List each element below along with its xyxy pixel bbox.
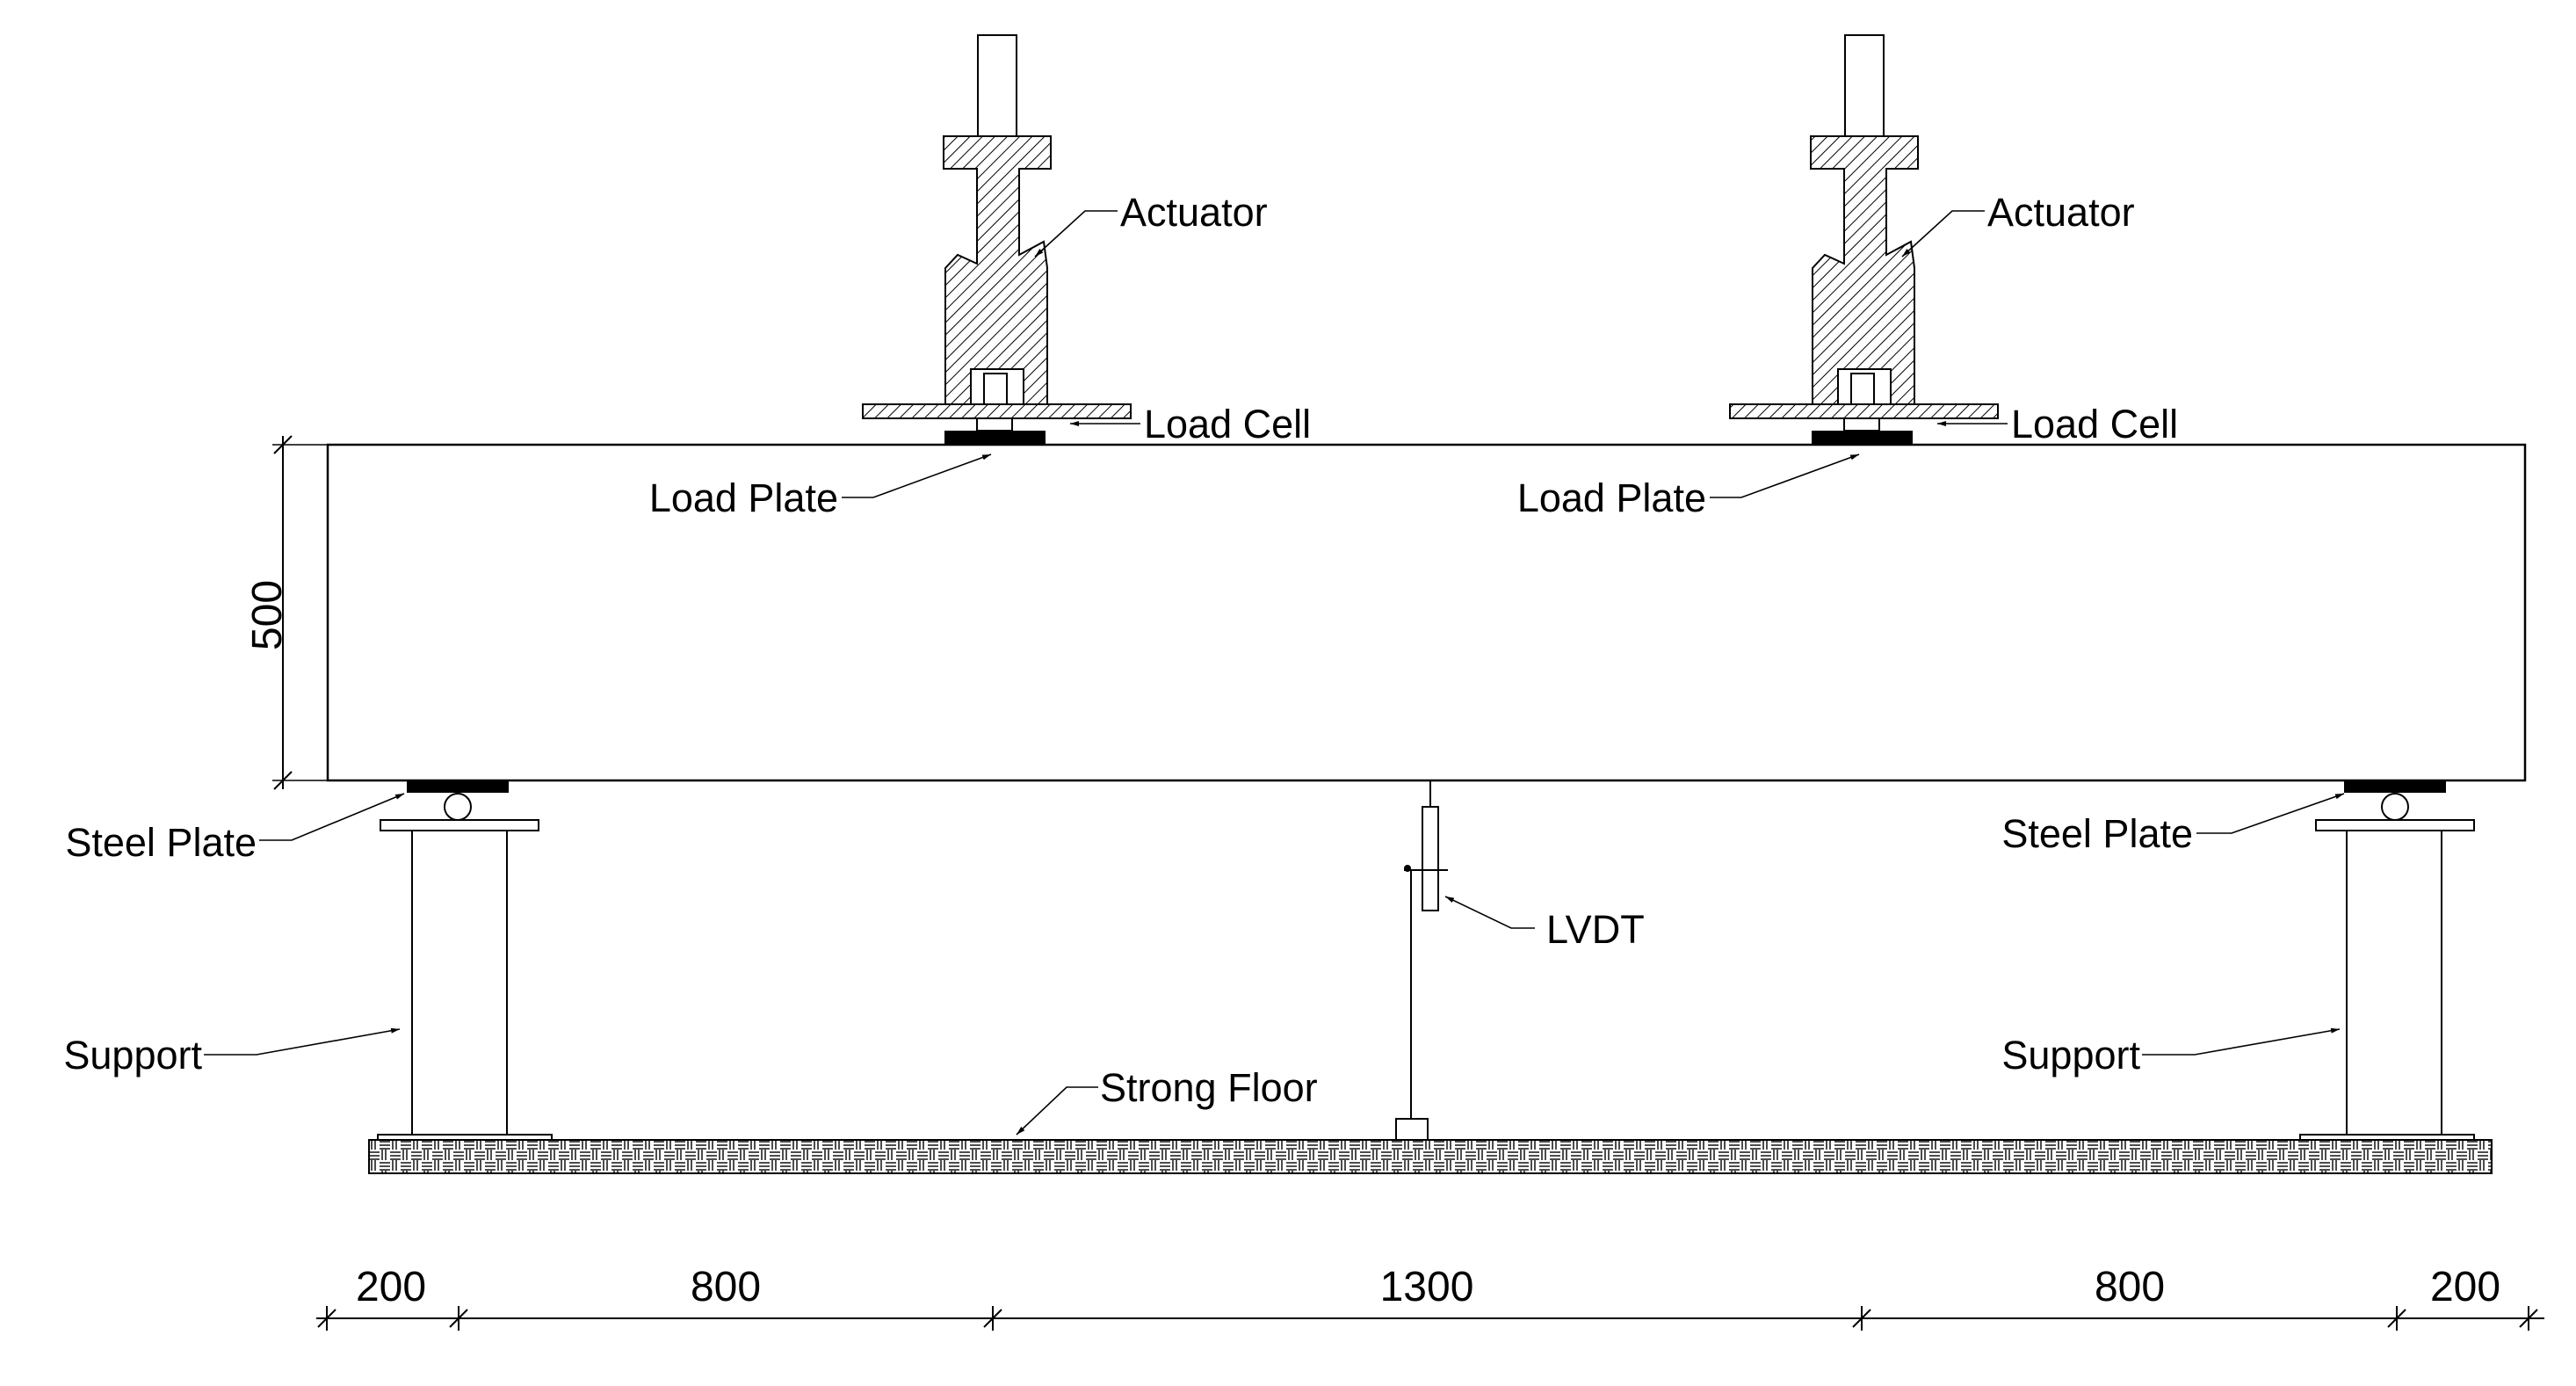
dim-span-1: 200 bbox=[356, 1264, 426, 1310]
labels: Actuator Actuator Load Cell Load Cell Lo… bbox=[63, 190, 2193, 1110]
support-left-cap bbox=[380, 819, 539, 831]
actuator-left-rod bbox=[977, 34, 1017, 137]
load-cell-left bbox=[976, 417, 1013, 432]
actuator-right-rod bbox=[1844, 34, 1885, 137]
actuator-left-flange bbox=[862, 403, 1132, 419]
actuator-right-flange bbox=[1729, 403, 1999, 419]
label-steel-plate-right: Steel Plate bbox=[2001, 811, 2193, 856]
span-dimensions: 200 800 1300 800 200 bbox=[316, 1264, 2544, 1331]
label-actuator-left: Actuator bbox=[1120, 190, 1268, 235]
label-lvdt: LVDT bbox=[1546, 907, 1645, 952]
actuator-left-body bbox=[943, 135, 1052, 405]
depth-dimension: 500 bbox=[244, 435, 328, 790]
support-left bbox=[377, 780, 553, 1141]
steel-plate-left bbox=[407, 780, 509, 793]
roller-left bbox=[444, 793, 472, 821]
steel-plate-right bbox=[2344, 780, 2446, 793]
dim-span-5: 200 bbox=[2430, 1264, 2500, 1310]
label-load-plate-left: Load Plate bbox=[649, 475, 838, 520]
label-load-cell-right: Load Cell bbox=[2011, 402, 2178, 446]
label-support-left: Support bbox=[63, 1033, 202, 1078]
actuator-left bbox=[862, 34, 1132, 445]
support-right bbox=[2299, 780, 2475, 1141]
lvdt-base bbox=[1395, 1118, 1429, 1141]
actuator-right-swivel bbox=[1850, 373, 1875, 405]
dim-beam-depth: 500 bbox=[244, 580, 291, 650]
support-right-cap bbox=[2315, 819, 2475, 831]
dim-span-3: 1300 bbox=[1380, 1264, 1474, 1310]
leader-lines bbox=[204, 210, 2345, 1136]
label-load-cell-left: Load Cell bbox=[1144, 402, 1311, 446]
lvdt-body bbox=[1422, 806, 1439, 911]
label-load-plate-right: Load Plate bbox=[1517, 475, 1706, 520]
label-actuator-right: Actuator bbox=[1987, 190, 2135, 235]
lvdt bbox=[1395, 780, 1448, 1141]
load-plate-right bbox=[1812, 431, 1913, 445]
actuator-right bbox=[1729, 34, 1999, 445]
beam bbox=[326, 443, 2527, 782]
strong-floor bbox=[368, 1139, 2493, 1174]
load-plate-left bbox=[944, 431, 1046, 445]
load-cell-right bbox=[1843, 417, 1880, 432]
label-steel-plate-left: Steel Plate bbox=[65, 820, 257, 865]
dim-span-4: 800 bbox=[2095, 1264, 2165, 1310]
label-support-right: Support bbox=[2001, 1033, 2140, 1078]
actuator-right-body bbox=[1810, 135, 1919, 405]
dim-span-2: 800 bbox=[691, 1264, 761, 1310]
roller-right bbox=[2381, 793, 2409, 821]
actuator-left-swivel bbox=[983, 373, 1008, 405]
label-strong-floor: Strong Floor bbox=[1100, 1065, 1318, 1110]
